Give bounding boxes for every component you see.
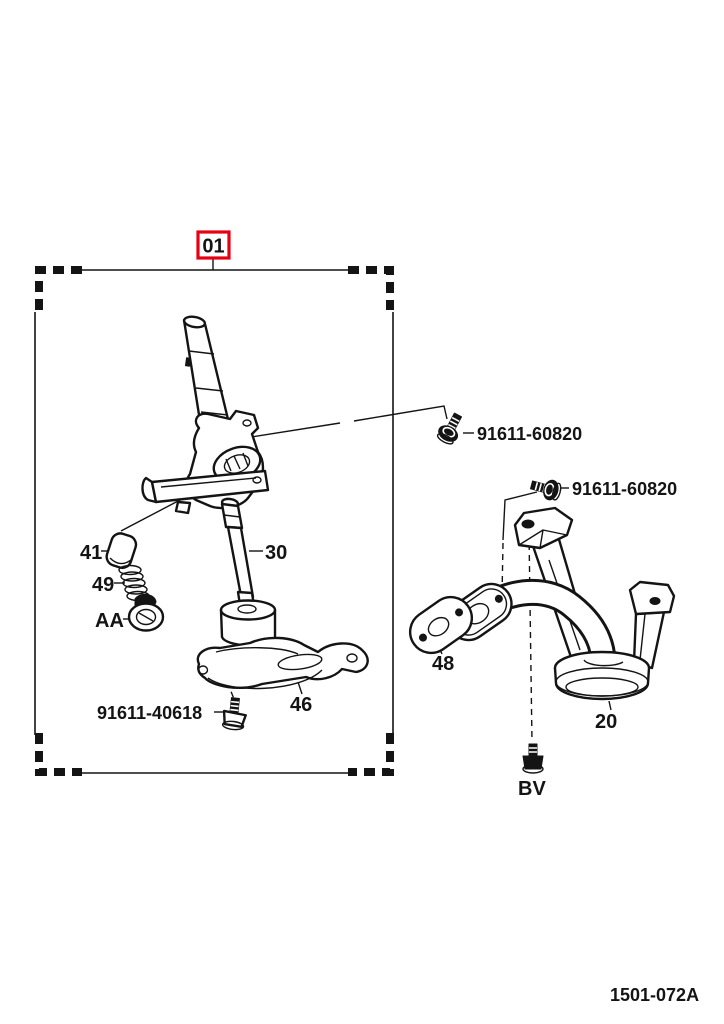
port-hatching	[225, 452, 249, 472]
strainer-inlet-drawing	[196, 636, 369, 690]
gasket-port	[427, 616, 450, 637]
callout-01-label[interactable]: 01	[202, 236, 224, 258]
bolt-upper-washer	[436, 433, 454, 445]
boltBV-head-rim	[522, 764, 544, 774]
label-49[interactable]: 49	[92, 574, 114, 596]
pump-flange	[150, 469, 270, 504]
spring-coil-1	[118, 564, 142, 576]
bolt40618-head-rim	[221, 720, 245, 731]
part46-body	[196, 636, 369, 689]
gasket-hole-a	[418, 633, 427, 642]
shaft-notch	[184, 357, 192, 367]
oil-pump-body-drawing	[141, 315, 270, 515]
partAA-slot	[138, 612, 154, 622]
flange-bolt-hole	[252, 476, 262, 484]
spring-coil-4	[124, 584, 148, 595]
boltBV-head	[522, 755, 544, 770]
strainer-bolt-axis-line	[218, 660, 235, 700]
upper-bolt-leader-a	[244, 422, 341, 439]
relief-valve-plug-drawing	[127, 593, 165, 632]
part41-piston	[105, 532, 138, 570]
bolt-lower-washer	[551, 482, 562, 501]
rotor-top	[219, 599, 277, 621]
diagonal-plate-folds	[518, 529, 568, 549]
figure-code: 1501-072A	[610, 985, 699, 1005]
label-48[interactable]: 48	[432, 653, 454, 675]
upper-bolt-leader-b	[353, 405, 448, 422]
shaft-band-2	[195, 387, 224, 392]
spring-coil-3	[122, 577, 146, 589]
bolt-upper-thread-lines	[447, 416, 460, 430]
right-bracket-hole	[649, 597, 661, 605]
label-BV[interactable]: BV	[518, 778, 546, 800]
flange-edge-line	[160, 477, 257, 488]
flange-left-hook	[141, 476, 158, 504]
part46-leader	[297, 681, 303, 695]
part-labels: 41 49 AA 30 46 91611-40618 91611-60820 9…	[80, 424, 677, 800]
drive-shaft-drawing	[219, 497, 277, 647]
bell-neck-arc	[583, 659, 624, 667]
frame-corner-top-left-icon	[35, 266, 82, 310]
housing-ear-hole	[242, 419, 252, 427]
bv-bolt-axis-line	[528, 532, 533, 743]
label-AA[interactable]: AA	[95, 610, 124, 632]
part41-cup-mouth	[109, 557, 132, 565]
assembly-frame	[34, 266, 394, 776]
label-30[interactable]: 30	[265, 542, 287, 564]
label-91611-40618[interactable]: 91611-40618	[97, 703, 202, 723]
bolt40618-thread-lines	[230, 700, 240, 712]
label-41[interactable]: 41	[80, 542, 102, 564]
upper-bolt-drawing	[436, 412, 463, 445]
label-91611-60820-upper[interactable]: 91611-60820	[477, 424, 582, 444]
label-20[interactable]: 20	[595, 711, 617, 733]
label-46[interactable]: 46	[290, 694, 312, 716]
gasket-hole-b	[455, 608, 464, 617]
rotor-top-hub	[237, 604, 257, 614]
pickup-tube-assembly-drawing	[408, 506, 676, 701]
part46-ear-hole	[346, 653, 358, 663]
right-arm-fold	[639, 613, 646, 661]
tube-flange-hole-b	[494, 594, 503, 603]
bell-wall	[553, 667, 651, 701]
frame-corner-bottom-right-icon	[348, 733, 394, 776]
part41-leader	[120, 499, 181, 532]
spring-coil-2	[120, 571, 144, 582]
part20-leader	[608, 700, 612, 711]
part46-top-line	[215, 647, 299, 655]
callout-01-box[interactable]	[196, 230, 231, 260]
partAA-head-inner	[135, 608, 157, 626]
lower-bolt-leader	[502, 491, 538, 541]
label-91611-60820-lower[interactable]: 91611-60820	[572, 479, 677, 499]
relief-valve-piston-drawing	[105, 532, 138, 570]
assembly-callout-01[interactable]: 01	[196, 230, 231, 270]
boltBV-thread-lines	[529, 747, 537, 753]
part46-lip	[207, 669, 323, 690]
shaft30-rod	[226, 525, 255, 599]
part46-oval-detail	[277, 653, 323, 671]
bv-bolt-drawing	[522, 743, 544, 774]
pump-shaft-top	[182, 315, 207, 329]
frame-corner-top-right-icon	[348, 266, 394, 310]
gasket-48	[408, 595, 474, 655]
diagonal-bracket-hole	[521, 519, 535, 529]
relief-valve-spring-drawing	[118, 564, 150, 602]
shaft30-joint-band	[223, 514, 241, 518]
lower-bolt-drawing	[530, 479, 562, 501]
flange-tab	[174, 500, 192, 515]
frame-corner-bottom-left-icon	[35, 733, 82, 776]
part46-left-hole	[197, 665, 209, 675]
bell-bottom-plate	[565, 677, 639, 697]
shaft-band-1	[188, 350, 215, 355]
strainer-bolt-drawing	[221, 697, 247, 731]
